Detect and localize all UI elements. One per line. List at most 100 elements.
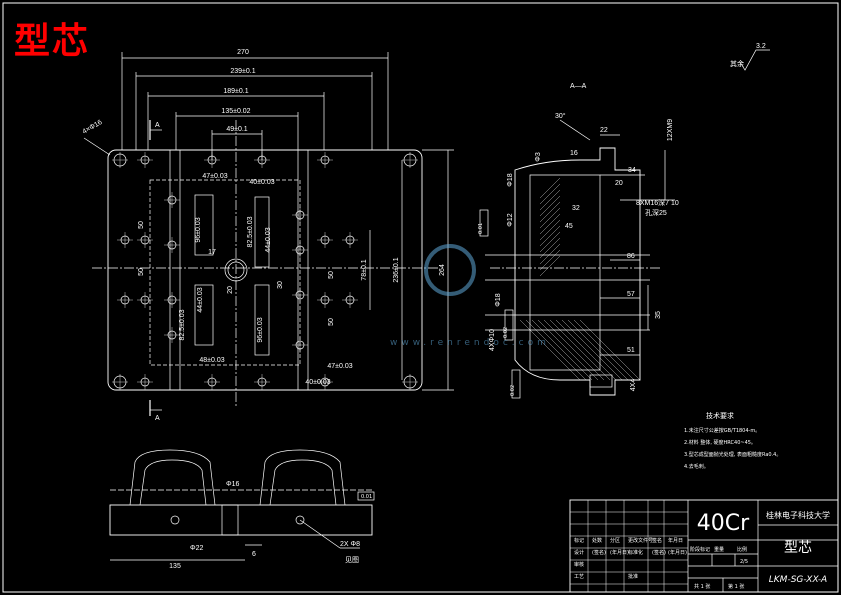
front-phi22: Φ22 <box>190 545 203 552</box>
front-tol: 0.01 <box>361 494 372 500</box>
dim-189: 189±0.1 <box>223 88 248 95</box>
dim-96b: 96±0.03 <box>257 317 264 342</box>
front-hole-2 <box>295 515 305 525</box>
tb-row2-2: (年月日) <box>610 549 629 556</box>
tb-school: 桂林电子科技大学 <box>766 510 830 520</box>
tb-weight-label: 重量 <box>714 546 724 553</box>
front-core-right <box>259 449 346 506</box>
sec-16: 16 <box>570 150 578 157</box>
tb-part-name: 型芯 <box>784 540 812 556</box>
dim-78: 78±0.1 <box>361 259 368 280</box>
sec-tol2: 0.02 <box>503 327 509 338</box>
tb-row4-0: 工艺 <box>574 574 584 580</box>
sec-phi3: Φ3 <box>535 152 542 162</box>
front-leader-2x8 <box>299 519 341 549</box>
dim-50b: 50 <box>138 268 145 276</box>
cut-label-bottom: A <box>155 415 160 422</box>
watermark-logo-ring <box>424 244 476 296</box>
section-outline <box>514 147 641 396</box>
sec-thread: 8XM16深7 10 <box>636 198 679 207</box>
tol-box-3 <box>511 369 521 399</box>
tb-total: 共 1 张 <box>694 583 710 590</box>
hatch-line <box>539 249 561 271</box>
cavity-outline <box>149 179 301 366</box>
sec-34: 34 <box>628 167 636 174</box>
req-item-3: 3.型芯成型面抛光处理, 表面粗糙度Ra0.4。 <box>684 451 781 458</box>
center-boss-inner <box>227 261 245 279</box>
front-hole-1 <box>170 515 180 525</box>
req-item-4: 4.去毛刺。 <box>684 463 709 470</box>
tb-row4-3: 批准 <box>628 573 638 580</box>
tol-box-2 <box>504 309 514 341</box>
title-block-frame <box>569 499 839 593</box>
dim-30-leader <box>559 119 591 141</box>
cut-label-top: A <box>155 122 160 129</box>
req-heading: 技术要求 <box>706 411 734 420</box>
sec-57: 57 <box>627 291 635 298</box>
hatch-line <box>539 189 561 211</box>
sec-tol1: 0.01 <box>478 223 484 234</box>
tb-material: 40Cr <box>697 511 750 536</box>
hatch-line <box>549 319 611 381</box>
dim-47b: 47±0.03 <box>327 363 352 370</box>
front-2x8: 2X Φ8 <box>340 541 360 548</box>
tb-row1-2: 分区 <box>610 537 620 544</box>
roughness-value: 3.2 <box>756 43 766 50</box>
front-core-right-inner <box>269 459 337 506</box>
dim-44a: 44±0.03 <box>265 227 272 252</box>
tb-row2-1: (签名) <box>592 549 606 556</box>
sec-51: 51 <box>627 347 635 354</box>
title-block <box>569 499 839 593</box>
front-base <box>109 504 373 536</box>
tech-requirements: 技术要求 1.未注尺寸公差按GB/T1804-m。 2.材料 整体, 硬度HRC… <box>684 411 781 470</box>
pocket-a <box>254 196 270 268</box>
tb-row1-3: 更改文件号 <box>628 537 653 544</box>
hatch-line <box>539 207 561 229</box>
front-135: 135 <box>169 563 181 570</box>
hatch-line <box>539 255 561 277</box>
dim-50c: 50 <box>328 271 335 279</box>
tb-row2-4: (签名) <box>652 549 666 556</box>
tb-row2-5: (年月日) <box>668 549 687 556</box>
tb-row1-5: 年月日 <box>668 537 683 544</box>
hole-note-leader <box>83 137 111 156</box>
front-sprue <box>221 504 239 536</box>
sec-phi18b: Φ18 <box>495 293 502 306</box>
dim-40: 40±0.03 <box>249 179 274 186</box>
dim-49: 49±0.1 <box>226 126 247 133</box>
sec-35: 35 <box>655 311 662 319</box>
hatch-line <box>539 243 561 265</box>
slot-band-right <box>297 149 309 391</box>
sec-phi18: Φ18 <box>507 173 514 186</box>
tb-drawing-no: LKM-SG-XX-A <box>769 575 827 585</box>
dim-135: 135±0.02 <box>221 108 250 115</box>
sec-86: 86 <box>627 253 635 260</box>
plan-view <box>83 52 454 416</box>
tb-stage-label: 阶段标记 <box>690 546 710 553</box>
drawing-title: 型芯 <box>14 21 91 62</box>
hatch-line <box>539 183 561 205</box>
watermark-text: www.renrendoc.com <box>390 338 550 348</box>
dim-264: 264 <box>439 264 446 276</box>
hatch-line <box>539 201 561 223</box>
req-item-1: 1.未注尺寸公差按GB/T1804-m。 <box>684 427 760 434</box>
tb-row1-0: 标记 <box>574 537 584 544</box>
req-item-2: 2.材料 整体, 硬度HRC40~45。 <box>684 439 756 446</box>
section-label: A—A <box>570 83 587 90</box>
front-tol-box <box>357 491 375 501</box>
section-hatching <box>519 177 641 381</box>
section-view <box>479 49 770 399</box>
front-phi16: Φ16 <box>226 481 239 488</box>
front-view <box>109 449 375 561</box>
dim-17: 17 <box>208 249 216 256</box>
pocket-b <box>254 284 270 356</box>
hatch-line <box>539 195 561 217</box>
dim-20: 20 <box>227 286 234 294</box>
front-core-left-inner <box>139 459 207 506</box>
sec-4phi: 4XΦ10 <box>489 329 496 351</box>
roughness-symbol <box>739 49 770 71</box>
slot-band-left <box>169 149 181 391</box>
dim-44b: 44±0.03 <box>197 287 204 312</box>
tb-row2-0: 设计 <box>574 549 584 556</box>
tb-row1-1: 处数 <box>592 537 602 544</box>
